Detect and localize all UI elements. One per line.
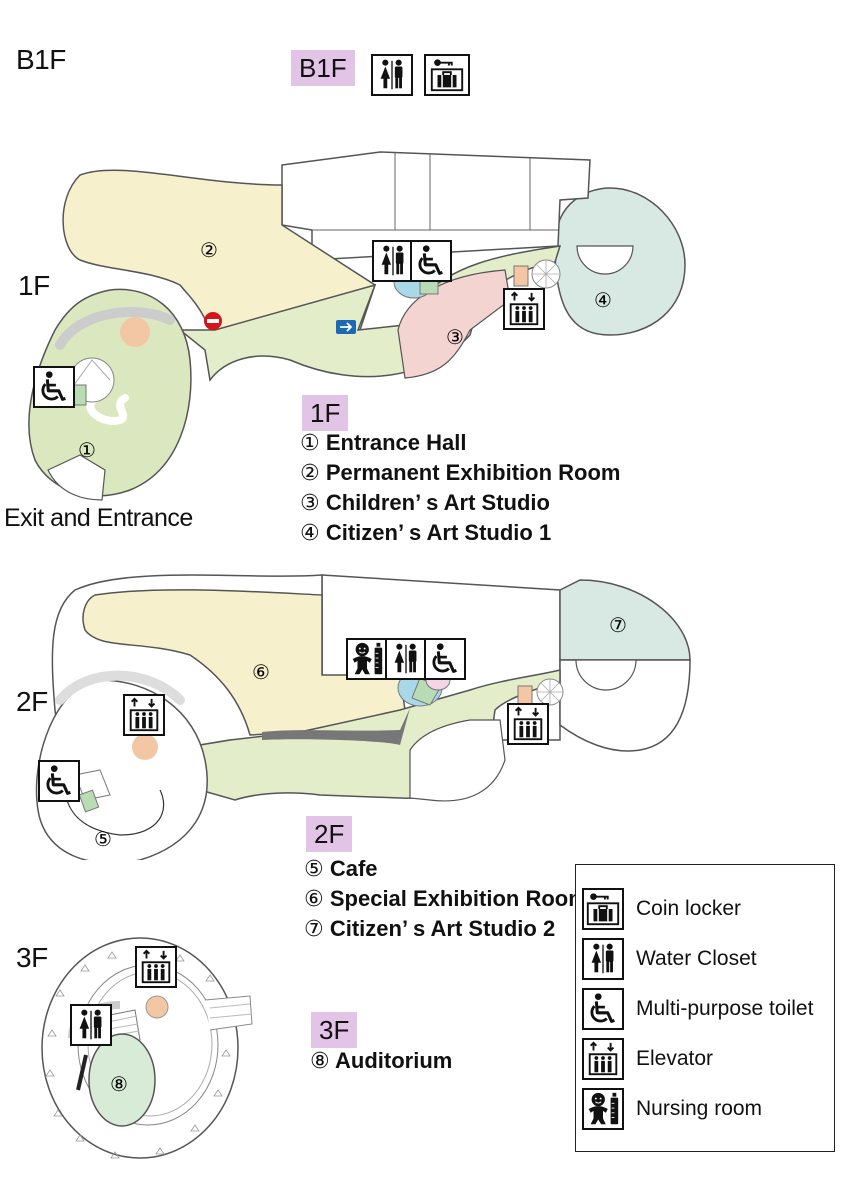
legend-item: ④ Citizen’ s Art Studio 1 (300, 520, 552, 545)
key-label: Elevator (636, 1047, 714, 1070)
elevator-icon (503, 288, 545, 330)
key-label: Water Closet (636, 947, 757, 970)
floor-label-b1f: B1F (16, 44, 66, 75)
coin-locker-icon (424, 54, 470, 96)
nursing-room-icon (582, 1088, 624, 1130)
room-number: ⑦ (609, 613, 627, 637)
floor-map-3f: ⑧ (41, 937, 253, 1159)
room-number: ③ (446, 325, 464, 349)
key-row-elevator: Elevator (582, 1037, 713, 1081)
room-number: ⑥ (252, 660, 270, 684)
multi-purpose-toilet-icon (582, 988, 624, 1030)
room-number: ① (78, 438, 96, 462)
floor-tag-b1f: B1F (291, 50, 355, 86)
water-closet-icon (385, 638, 427, 680)
multi-purpose-toilet-icon (424, 638, 466, 680)
floor-map-1f: ② ③ ④ ① (28, 151, 686, 501)
key-label: Coin locker (636, 897, 742, 920)
elevator-icon (582, 1038, 624, 1080)
key-row-multi-purpose-toilet: Multi-purpose toilet (582, 987, 813, 1031)
legend-2f: ⑤ Cafe ⑥ Special Exhibition Room ⑦ Citiz… (304, 854, 588, 944)
room-number: ⑧ (110, 1072, 128, 1096)
legend-item: ⑥ Special Exhibition Room (304, 886, 588, 911)
room-number: ⑤ (94, 827, 112, 851)
room-number: ④ (594, 288, 612, 312)
key-row-coin-locker: Coin locker (582, 887, 741, 931)
legend-item: ⑤ Cafe (304, 856, 378, 881)
coin-locker-icon (582, 888, 624, 930)
floor-tag-2f: 2F (306, 816, 353, 852)
room-childrens-art-studio (397, 269, 511, 379)
floor-label-1f: 1F (18, 270, 50, 301)
legend-item: ② Permanent Exhibition Room (300, 460, 621, 485)
key-label: Multi-purpose toilet (636, 997, 814, 1020)
legend-3f: ⑧ Auditorium (310, 1046, 452, 1076)
elevator-icon (135, 946, 177, 988)
water-closet-icon (372, 240, 414, 282)
nursing-room-icon (346, 638, 388, 680)
water-closet-icon (371, 54, 413, 96)
room-permanent-exhibition (62, 169, 376, 331)
legend-item: ⑦ Citizen’ s Art Studio 2 (304, 916, 556, 941)
legend-item: ③ Children’ s Art Studio (300, 490, 550, 515)
floor-tag-3f: 3F (311, 1012, 358, 1048)
multi-purpose-toilet-icon (33, 366, 75, 408)
key-row-water-closet: Water Closet (582, 937, 757, 981)
floor-tag-1f: 1F (302, 395, 349, 431)
key-label: Nursing room (636, 1097, 763, 1120)
multi-purpose-toilet-icon (410, 240, 452, 282)
multi-purpose-toilet-icon (38, 760, 80, 802)
floor-label-2f: 2F (16, 686, 48, 717)
legend-item: ⑧ Auditorium (310, 1048, 453, 1073)
floor-label-3f: 3F (16, 942, 48, 973)
legend-item: ① Entrance Hall (300, 430, 467, 455)
legend-1f: ① Entrance Hall ② Permanent Exhibition R… (300, 428, 620, 548)
room-special-exhibition (82, 589, 406, 736)
elevator-icon (507, 703, 549, 745)
water-closet-icon (582, 938, 624, 980)
elevator-icon (123, 694, 165, 736)
key-row-nursing-room: Nursing room (582, 1087, 762, 1131)
room-number: ② (200, 238, 218, 262)
exit-entrance-label: Exit and Entrance (4, 504, 193, 532)
icon-key: Coin locker Water Closet Multi-purpose t… (575, 864, 835, 1152)
room-auditorium (88, 1033, 156, 1127)
water-closet-icon (70, 1004, 112, 1046)
